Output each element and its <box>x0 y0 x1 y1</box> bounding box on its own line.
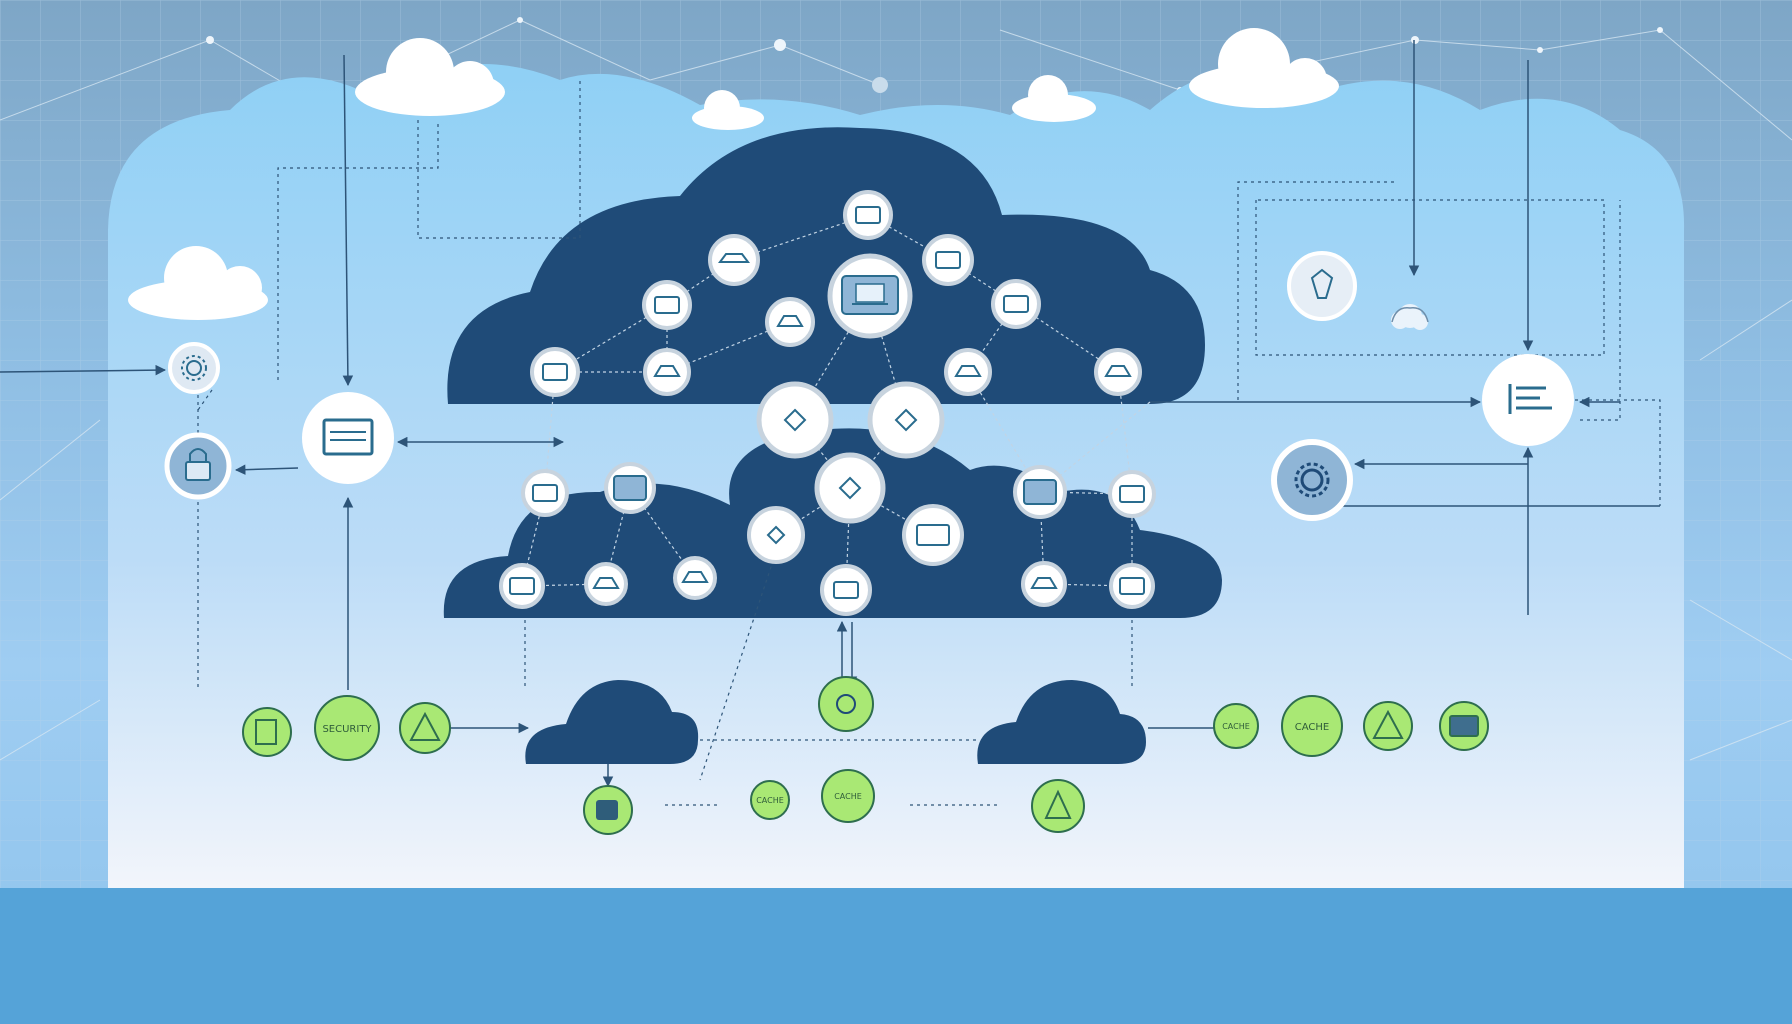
node-a <box>708 234 760 286</box>
node-j <box>902 504 964 566</box>
gear-icon <box>181 355 207 381</box>
floor-band <box>0 888 1792 1024</box>
dark-cloud-bottom-left <box>525 680 699 764</box>
node-n <box>1108 470 1156 518</box>
connectors-dashed <box>197 80 1661 806</box>
dark-cloud-bottom-right <box>977 680 1146 764</box>
gear-icon <box>1294 462 1330 498</box>
green-chart-node <box>1031 779 1085 833</box>
lock-icon <box>185 448 211 481</box>
node-t <box>1109 563 1155 609</box>
laptop-icon <box>852 283 888 305</box>
shield-icon <box>1310 268 1334 299</box>
node-q <box>673 556 717 600</box>
green-security-node: SECURITY <box>314 695 380 761</box>
green-cache-label-2: CACHE <box>1295 722 1329 733</box>
white-cloud-3 <box>1012 75 1096 122</box>
green-cache-node-3: CACHE <box>750 780 790 820</box>
node-m <box>1013 465 1067 519</box>
white-cloud-5 <box>128 246 268 320</box>
green-warning-node-2 <box>1363 701 1413 751</box>
dark-cloud-main <box>447 127 1205 404</box>
list-icon <box>1508 384 1552 414</box>
node-e <box>991 279 1041 329</box>
node-r <box>820 564 872 616</box>
node-g <box>643 348 691 396</box>
green-db-node <box>583 785 633 835</box>
green-server-node <box>1439 701 1489 751</box>
node-i <box>1094 348 1142 396</box>
right-nodes <box>1271 251 1574 521</box>
node-c <box>642 280 692 330</box>
cloud-nodes <box>499 190 1156 616</box>
green-cache-label-1: CACHE <box>1222 722 1250 731</box>
green-cache-label-4: CACHE <box>834 792 862 801</box>
node-diamond-1 <box>756 381 834 459</box>
window-icon <box>322 418 374 456</box>
node-o <box>499 563 545 609</box>
node-top <box>843 190 893 240</box>
green-cache-node-4: CACHE <box>821 769 875 823</box>
right-list-node <box>1482 354 1574 446</box>
green-cache-node-1: CACHE <box>1213 703 1259 749</box>
node-f <box>530 347 580 397</box>
green-warning-node <box>399 702 451 754</box>
green-nodes: SECURITY CACHE CACHE CACHE CACHE <box>242 676 1489 835</box>
small-cloud-icon <box>1391 304 1429 330</box>
white-cloud-1 <box>355 38 505 116</box>
green-link-node <box>818 676 874 732</box>
left-lock-node <box>164 432 232 500</box>
green-doc-node <box>242 707 292 757</box>
left-window-node <box>302 392 394 484</box>
node-b <box>922 234 974 286</box>
green-security-label: SECURITY <box>322 724 372 735</box>
green-cache-node-2: CACHE <box>1281 695 1343 757</box>
green-cache-label-3: CACHE <box>756 796 784 805</box>
node-diamond-3 <box>814 452 886 524</box>
node-s <box>1021 561 1067 607</box>
white-cloud-2 <box>692 90 764 130</box>
node-laptop <box>827 253 913 339</box>
right-gear-node <box>1271 439 1353 521</box>
node-p <box>584 562 628 606</box>
left-settings-node <box>168 342 220 394</box>
node-h <box>944 348 992 396</box>
node-diamond-2 <box>867 381 945 459</box>
left-nodes <box>164 342 394 500</box>
node-diamond-4 <box>747 506 805 564</box>
connectors-solid <box>0 40 1660 788</box>
node-d <box>765 297 815 347</box>
node-k <box>521 469 569 517</box>
node-l <box>604 462 656 514</box>
right-shield-node <box>1287 251 1357 321</box>
white-cloud-4 <box>1189 28 1339 108</box>
white-clouds <box>128 28 1339 320</box>
